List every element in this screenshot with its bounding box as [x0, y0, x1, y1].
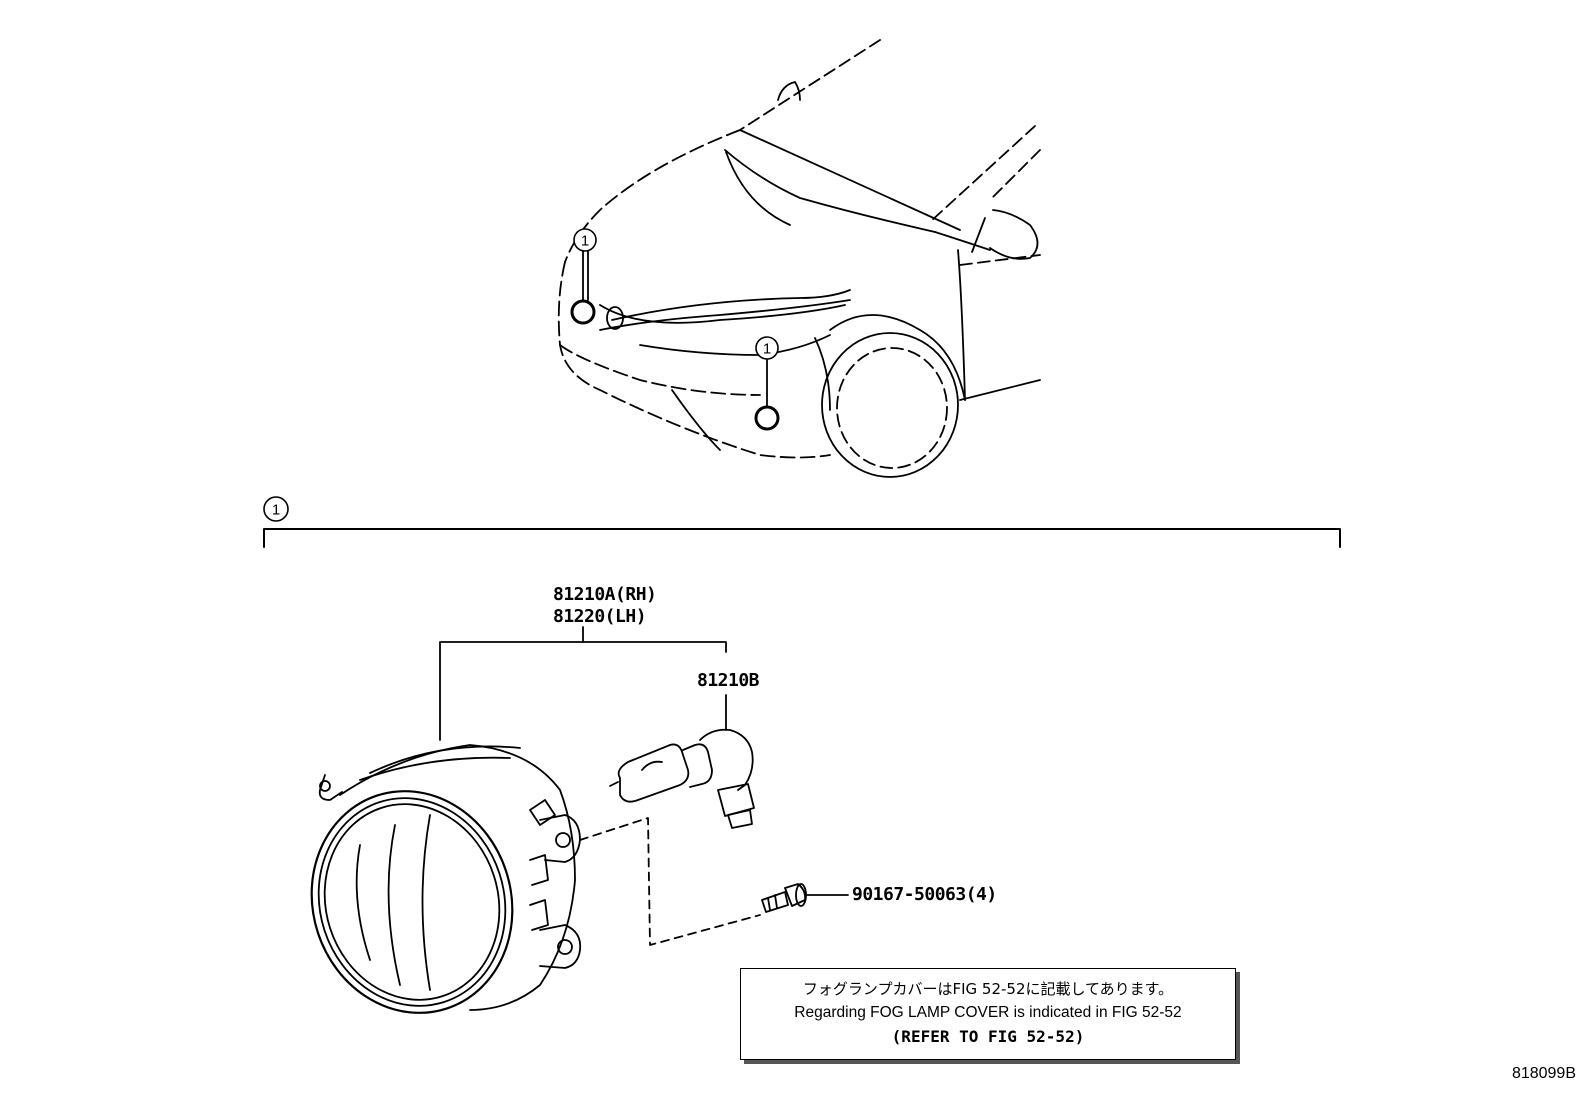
car-front-illustration [557, 39, 1041, 478]
svg-text:1: 1 [272, 502, 280, 519]
part-label-lamp-rh[interactable]: 81210A(RH) [553, 584, 657, 605]
fog-bulb-illustration [609, 728, 755, 829]
note-line-reference[interactable]: (REFER TO FIG 52-52) [891, 1027, 1085, 1046]
part-label-screw[interactable]: 90167-50063(4) [852, 884, 997, 905]
fog-lamp-illustration [310, 744, 761, 1014]
svg-text:1: 1 [763, 341, 771, 358]
callout-marker-group: 1 [263, 496, 289, 522]
callout-marker-top-left: 1 [573, 228, 597, 252]
callout-marker-top-right: 1 [755, 336, 779, 360]
figure-id: 818099B [1511, 1065, 1576, 1082]
label-leaders [439, 626, 849, 896]
part-label-lamp-lh[interactable]: 81220(LH) [553, 606, 647, 627]
note-line-english: Regarding FOG LAMP COVER is indicated in… [794, 1004, 1182, 1021]
assembly-bracket [263, 528, 1341, 548]
note-line-japanese: フォグランプカバーはFIG 52-52に記載してあります。 [802, 980, 1174, 998]
screw-illustration [761, 883, 807, 913]
part-label-bulb[interactable]: 81210B [697, 670, 760, 691]
callout-circles: 1 1 1 [263, 228, 779, 522]
fog-lamp-cover-note: フォグランプカバーはFIG 52-52に記載してあります。 Regarding … [740, 968, 1236, 1060]
svg-text:1: 1 [581, 233, 589, 250]
